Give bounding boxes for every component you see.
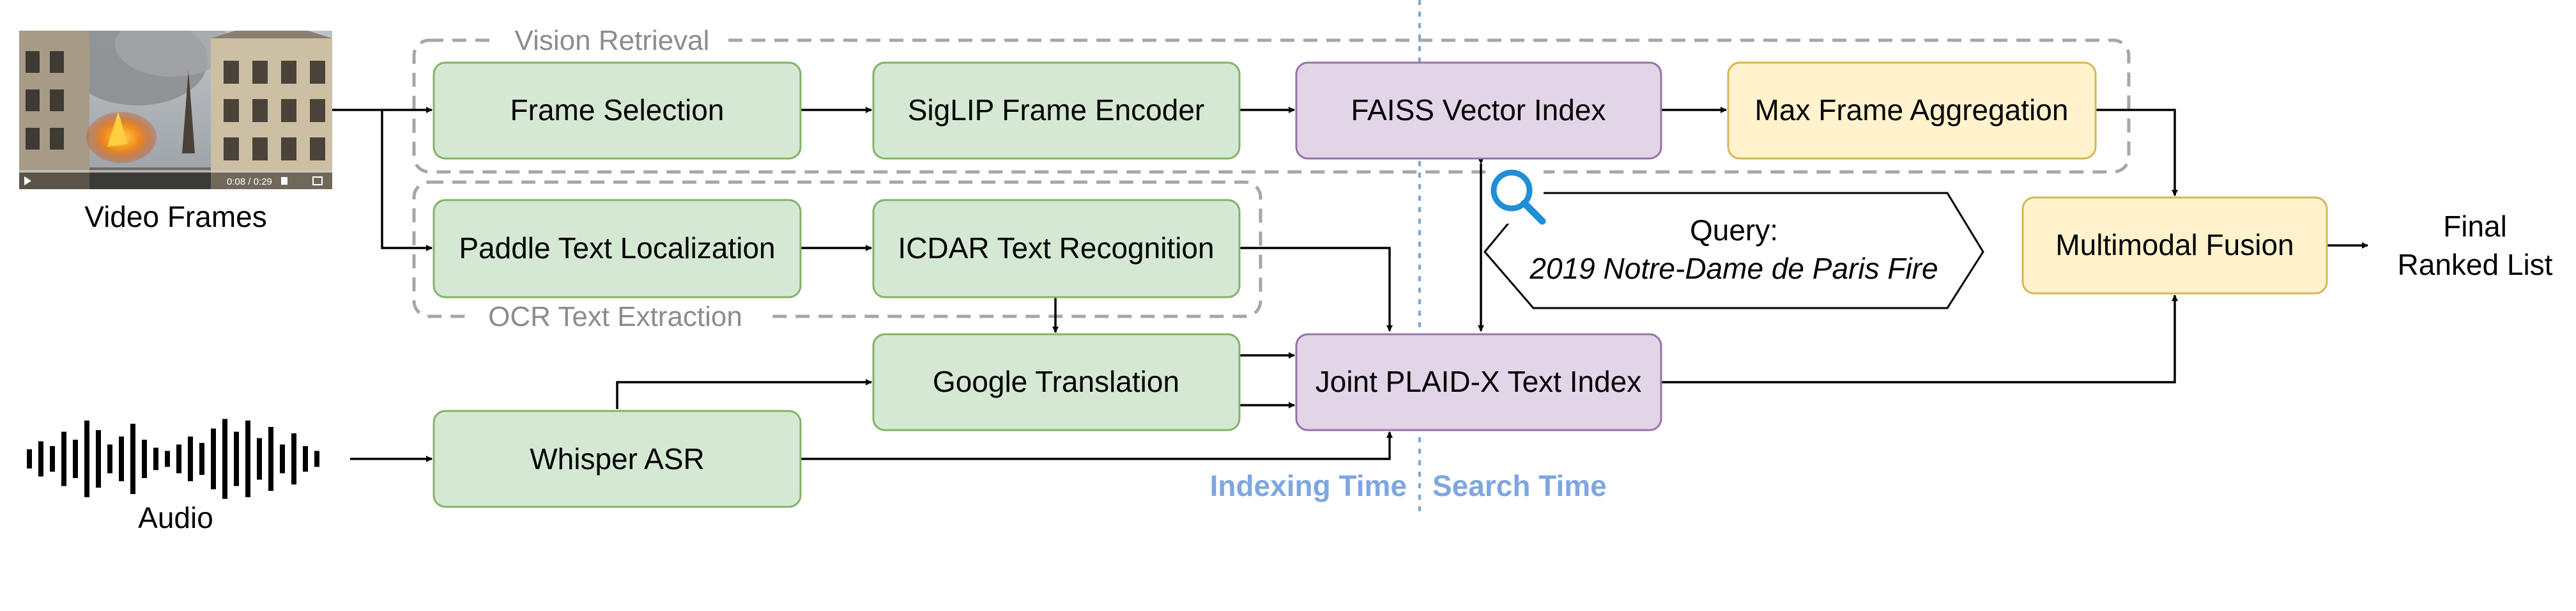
whisper-asr-label: Whisper ASR [530, 442, 705, 476]
waveform-bar [211, 428, 216, 490]
waveform-bar [38, 441, 43, 477]
query-title: Query: [1690, 213, 1778, 247]
waveform-bar [130, 424, 135, 494]
plaid-x-index-label: Joint PLAID-X Text Index [1315, 365, 1642, 398]
waveform-bar [303, 446, 308, 472]
audio-label: Audio [138, 501, 213, 534]
waveform-bar [119, 437, 124, 481]
waveform-bar [84, 421, 89, 497]
waveform-bar [280, 444, 285, 474]
paddle-localization-node: Paddle Text Localization [433, 199, 802, 298]
indexing-time-label: Indexing Time [1210, 469, 1407, 502]
edge-max-agg-to-fusion [2096, 109, 2178, 196]
vision-retrieval-group: Vision Retrieval [412, 24, 2131, 174]
waveform-bar [257, 438, 262, 480]
final-ranked-list-line1: Final [2443, 210, 2507, 243]
video-frames-label: Video Frames [84, 200, 267, 233]
edge-icdar-to-plaid [1239, 247, 1393, 332]
volume-icon [281, 177, 288, 185]
plaid-x-index-node: Joint PLAID-X Text Index [1295, 333, 1662, 431]
paddle-localization-label: Paddle Text Localization [459, 231, 775, 265]
ocr-text-extraction-label: OCR Text Extraction [488, 301, 742, 332]
edge-video-to-paddle [381, 110, 433, 251]
waveform-bar [107, 444, 112, 474]
waveform-bar [245, 421, 250, 497]
faiss-index-node: FAISS Vector Index [1295, 61, 1662, 160]
query-text: 2019 Notre-Dame de Paris Fire [1529, 252, 1938, 285]
video-player-time: 0:08 / 0:29 [227, 176, 272, 187]
google-translation-node: Google Translation [872, 333, 1241, 431]
waveform-bar [199, 443, 204, 475]
waveform-bar [61, 431, 66, 486]
waveform-bar [27, 449, 32, 468]
waveform-bar [234, 431, 239, 486]
edge-whisper-to-plaid [801, 431, 1393, 460]
query-box: Query: 2019 Notre-Dame de Paris Fire [1483, 192, 1984, 309]
icdar-recognition-node: ICDAR Text Recognition [872, 199, 1241, 298]
final-ranked-list-line2: Ranked List [2398, 248, 2553, 281]
waveform-bar [176, 444, 181, 474]
waveform-bar [291, 433, 296, 484]
google-translation-label: Google Translation [933, 365, 1179, 398]
waveform-bar [153, 447, 158, 470]
whisper-asr-node: Whisper ASR [433, 410, 802, 508]
vision-retrieval-label: Vision Retrieval [515, 25, 710, 56]
waveform-bar [73, 440, 78, 478]
ocr-text-extraction-group: OCR Text Extraction [412, 180, 1262, 332]
waveform-bar [188, 437, 193, 481]
waveform-bar [222, 419, 227, 499]
faiss-index-label: FAISS Vector Index [1351, 93, 1606, 127]
frame-selection-label: Frame Selection [510, 93, 724, 127]
search-time-label: Search Time [1432, 469, 1607, 502]
fullscreen-icon [312, 176, 323, 185]
play-icon [24, 176, 31, 185]
edge-whisper-to-google [616, 379, 872, 409]
multimodal-fusion-label: Multimodal Fusion [2055, 228, 2294, 261]
frame-selection-node: Frame Selection [433, 61, 802, 160]
edge-plaid-to-fusion [1661, 295, 2178, 383]
waveform-bar [268, 427, 273, 491]
search-icon [1487, 167, 1546, 225]
max-frame-aggregation-label: Max Frame Aggregation [1755, 93, 2069, 127]
waveform-bar [50, 446, 55, 472]
siglip-encoder-node: SigLIP Frame Encoder [872, 61, 1241, 160]
multimodal-fusion-node: Multimodal Fusion [2021, 196, 2328, 295]
max-frame-aggregation-node: Max Frame Aggregation [1727, 61, 2097, 160]
waveform-bar [96, 430, 101, 488]
waveform-bar [165, 451, 170, 467]
icdar-recognition-label: ICDAR Text Recognition [898, 231, 1214, 265]
waveform-bar [142, 440, 147, 478]
video-thumbnail: 0:08 / 0:29 [19, 31, 332, 189]
waveform-bar [314, 451, 319, 467]
connectors [332, 107, 2368, 462]
siglip-encoder-label: SigLIP Frame Encoder [908, 93, 1205, 127]
audio-waveform-icon [27, 419, 319, 499]
